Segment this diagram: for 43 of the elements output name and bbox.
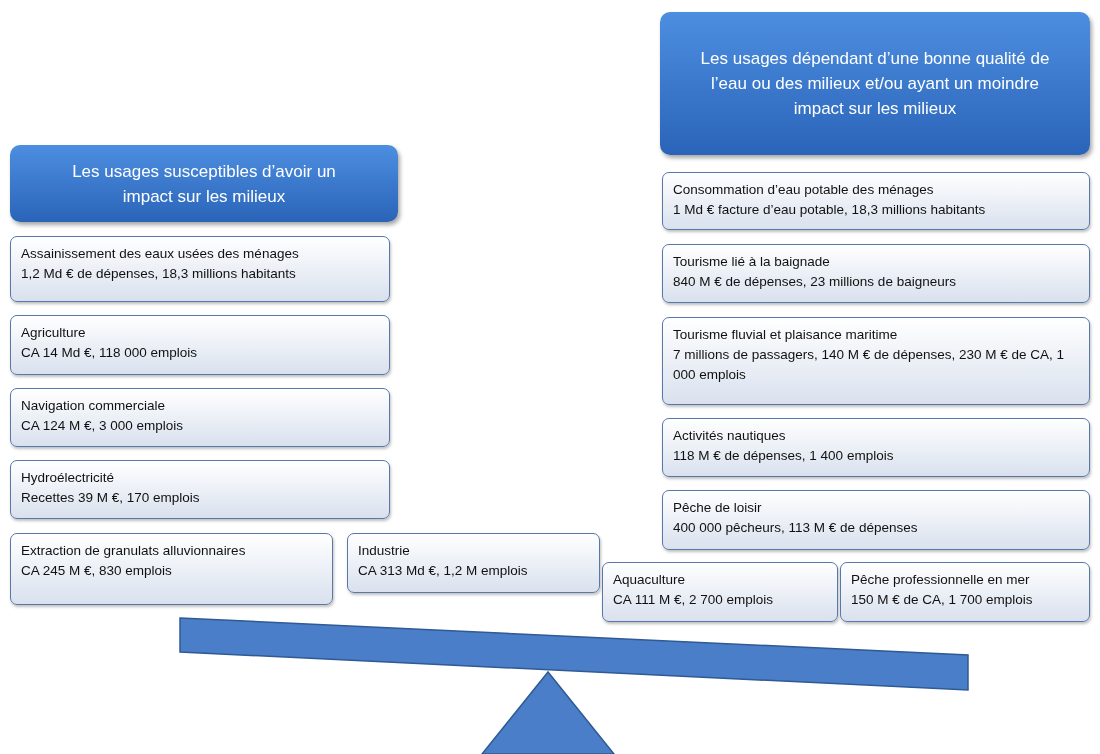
card-text: CA 313 Md €, 1,2 M emplois bbox=[358, 562, 529, 580]
category-header bbox=[660, 12, 1090, 155]
card-text: 400 000 pêcheurs, 113 M € de dépenses bbox=[673, 519, 919, 537]
info-card bbox=[840, 562, 1090, 622]
card-heading: Activités nautiques bbox=[673, 427, 787, 445]
card-heading: Pêche de loisir bbox=[673, 499, 763, 517]
card-heading: Aquaculture bbox=[613, 571, 687, 589]
info-card bbox=[347, 533, 600, 593]
card-heading: Pêche professionnelle en mer bbox=[851, 571, 1031, 589]
card-text: CA 245 M €, 830 emplois bbox=[21, 562, 173, 580]
card-text: 1,2 Md € de dépenses, 18,3 millions habitants bbox=[21, 265, 297, 283]
card-heading: Hydroélectricité bbox=[21, 469, 116, 487]
card-text: Recettes 39 M €, 170 emplois bbox=[21, 489, 201, 507]
card-text: 7 millions de passagers, 140 M € de dépenses, 230 M € de CA, 1 000 emplois bbox=[673, 346, 1065, 384]
info-card bbox=[10, 533, 333, 605]
info-card bbox=[662, 317, 1090, 405]
info-card bbox=[662, 418, 1090, 477]
card-heading: Consommation d’eau potable des ménages bbox=[673, 181, 935, 199]
card-text: CA 111 M €, 2 700 emplois bbox=[613, 591, 775, 609]
card-heading: Tourisme lié à la baignade bbox=[673, 253, 831, 271]
card-text: 840 M € de dépenses, 23 millions de baigneurs bbox=[673, 273, 957, 291]
card-heading: Extraction de granulats alluvionnaires bbox=[21, 542, 247, 560]
card-text: CA 124 M €, 3 000 emplois bbox=[21, 417, 185, 435]
info-card bbox=[10, 236, 390, 302]
info-card bbox=[662, 172, 1090, 230]
info-card bbox=[10, 460, 390, 519]
card-heading: Industrie bbox=[358, 542, 411, 560]
card-heading: Navigation commerciale bbox=[21, 397, 167, 415]
info-card bbox=[662, 490, 1090, 550]
card-heading: Agriculture bbox=[21, 324, 87, 342]
info-card bbox=[10, 315, 390, 375]
info-card bbox=[602, 562, 838, 622]
header-text: Les usages susceptibles d’avoir un impact sur les milieux bbox=[71, 160, 337, 208]
card-text: 118 M € de dépenses, 1 400 emplois bbox=[673, 447, 895, 465]
card-text: 1 Md € facture d’eau potable, 18,3 millions habitants bbox=[673, 201, 987, 219]
card-text: 150 M € de CA, 1 700 emplois bbox=[851, 591, 1034, 609]
info-card bbox=[662, 244, 1090, 303]
category-header bbox=[10, 145, 398, 222]
card-heading: Assainissement des eaux usées des ménages bbox=[21, 245, 300, 263]
card-text: CA 14 Md €, 118 000 emplois bbox=[21, 344, 199, 362]
info-card bbox=[10, 388, 390, 447]
card-heading: Tourisme fluvial et plaisance maritime bbox=[673, 326, 899, 344]
header-text: Les usages dépendant d’une bonne qualité de l’eau ou des milieux et/ou ayant un moindre impact sur les milieux bbox=[700, 48, 1050, 120]
